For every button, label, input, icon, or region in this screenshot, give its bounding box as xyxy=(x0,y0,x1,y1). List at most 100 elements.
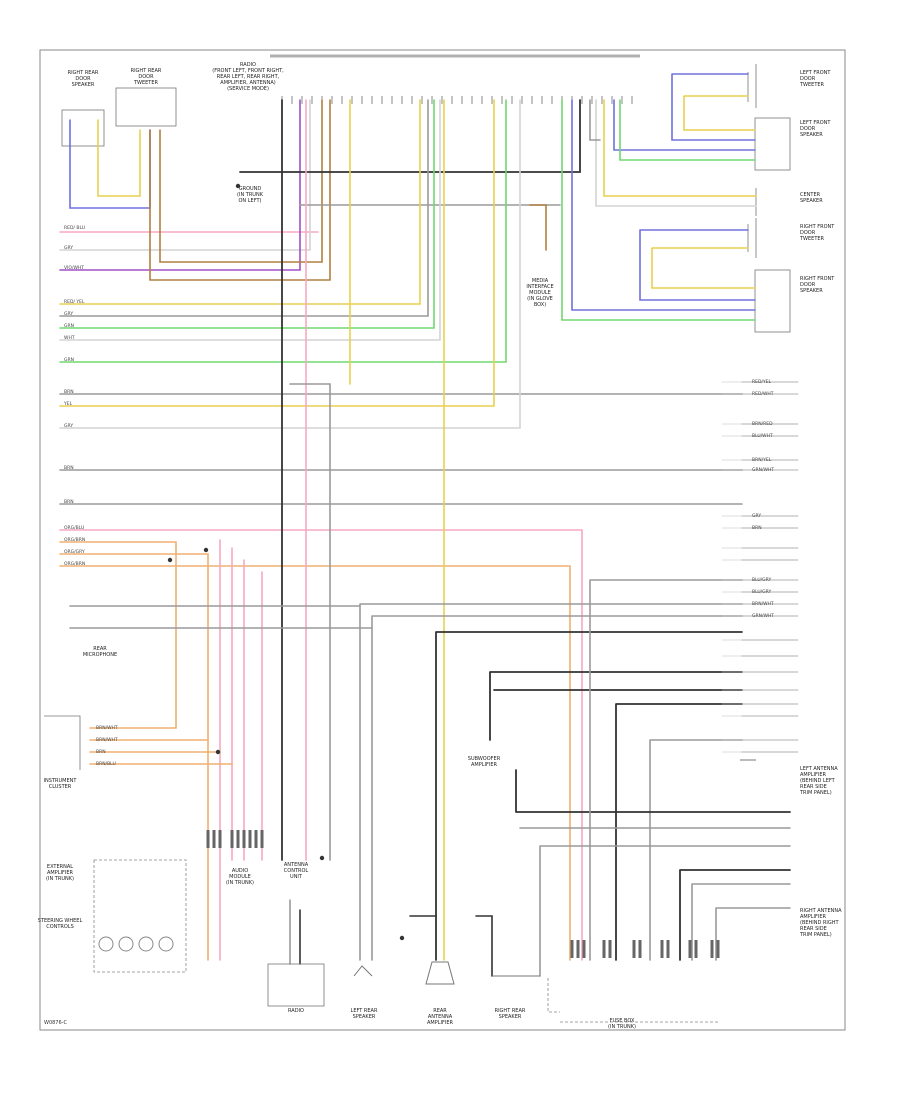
connector-terminal xyxy=(570,940,574,958)
splice-dot xyxy=(215,749,221,755)
wire-dark-r8 xyxy=(679,869,791,961)
component-label-antenna-ctl: UNIT xyxy=(290,874,303,880)
component-label-subwoofer: AMPLIFIER xyxy=(471,762,498,768)
component-label-s-ground: ON LEFT) xyxy=(238,198,261,204)
wire-org-16 xyxy=(59,553,209,961)
wire-label-w18: BRN/WHT xyxy=(96,725,118,731)
splice-dot xyxy=(167,557,173,563)
connector-terminal xyxy=(212,830,216,848)
component-rear-door-speaker xyxy=(61,109,105,147)
wire-dark-r5 xyxy=(515,769,791,813)
terminal-tag-r2: RED/WHT xyxy=(752,391,774,397)
wire-label-w17: ORG/BRN xyxy=(64,561,85,567)
connector-terminal xyxy=(710,940,714,958)
connector-terminal xyxy=(218,830,222,848)
component-label-left-rear: SPEAKER xyxy=(353,1014,376,1020)
wire-ctr-gray xyxy=(589,99,601,141)
component-label-radio-top: RADIO xyxy=(240,62,256,68)
component-label-rf-door-tw: RIGHT FRONT xyxy=(800,224,835,230)
component-label-right-antenna: (BEHIND RIGHT xyxy=(800,920,840,926)
component-label-ext-amp: AMPLIFIER xyxy=(47,870,74,876)
wire-label-w6: GRN xyxy=(64,323,74,329)
wire-gray-spk2 xyxy=(371,615,743,961)
wire-tr-blue3 xyxy=(639,229,756,301)
component-label-rear-amp: ANTENNA xyxy=(428,1014,453,1020)
wire-tr-yel1 xyxy=(683,95,756,131)
wire-label-w9: BRN xyxy=(64,389,74,395)
component-label-left-rear: LEFT REAR xyxy=(351,1008,378,1014)
component-label-left-antenna: AMPLIFIER xyxy=(800,772,827,778)
wire-label-w11: GRY xyxy=(64,423,73,429)
component-label-right-antenna: REAR SIDE xyxy=(800,926,827,932)
component-label-rear-door-sw-l: RIGHT REAR xyxy=(68,70,99,76)
wire-top-dark xyxy=(239,99,581,173)
component-label-antenna-ctl: CONTROL xyxy=(284,868,309,874)
component-label-lf-door-tw: DOOR xyxy=(800,76,816,82)
terminal-tag-r7: GRY xyxy=(752,513,761,519)
component-label-media-if: (IN GLOVE xyxy=(527,296,553,302)
component-instrument-cluster xyxy=(44,715,81,770)
wire-label-w16: ORG/GRY xyxy=(64,549,85,555)
terminal-tag-r9: BLU/GRY xyxy=(752,577,772,583)
component-label-rear-mic: REAR xyxy=(93,646,107,652)
component-label-ext-amp: (IN TRUNK) xyxy=(46,876,74,882)
wire-label-w8: GRN xyxy=(64,357,74,363)
wire-tr-yel-c xyxy=(603,99,757,197)
wire-yel-4 xyxy=(59,99,421,305)
component-ext-amplifier xyxy=(93,859,187,973)
component-label-fuse-block: FUSE BOX xyxy=(610,1018,635,1024)
component-label-radio-unit: RADIO xyxy=(288,1008,304,1014)
component-label-lf-door-sp: LEFT FRONT xyxy=(800,120,831,126)
component-label-left-antenna: REAR SIDE xyxy=(800,784,827,790)
terminal-tag-r1: RED/YEL xyxy=(752,379,772,385)
wire-dark-r3 xyxy=(615,703,743,961)
component-label-sw-bottom: STEERING WHEEL xyxy=(38,918,83,924)
component-label-rear-door-spk: RIGHT REAR xyxy=(131,68,162,74)
wire-label-w7: WHT xyxy=(64,335,75,341)
component-label-audio-module: MODULE xyxy=(229,874,251,880)
component-label-audio-module: (IN TRUNK) xyxy=(226,880,254,886)
component-label-left-antenna: LEFT ANTENNA xyxy=(800,766,838,772)
wire-label-w2: GRY xyxy=(64,245,73,251)
wire-label-w1: RED/ BLU xyxy=(64,225,85,231)
component-label-rear-door-sw-l: DOOR xyxy=(75,76,91,82)
wire-label-w10: YEL xyxy=(63,401,73,407)
component-label-right-antenna: TRIM PANEL) xyxy=(799,932,832,938)
wire-label-w15: ORG/BRN xyxy=(64,537,85,543)
wire-label-w19: BRN/WHT xyxy=(96,737,118,743)
wire-white-7 xyxy=(59,99,441,341)
component-label-rear-door-sw-l: SPEAKER xyxy=(72,82,95,88)
connector-terminal xyxy=(694,940,698,958)
component-label-sw-bottom: CONTROLS xyxy=(46,924,74,930)
component-label-lf-door-sp: SPEAKER xyxy=(800,132,823,138)
component-label-rear-amp: REAR xyxy=(433,1008,447,1014)
wire-label-w13: BRN xyxy=(64,499,74,505)
wire-pink-14 xyxy=(59,529,583,961)
wire-org-15 xyxy=(59,541,177,729)
component-label-radio-top: (FRONT LEFT, FRONT RIGHT, xyxy=(212,68,284,74)
component-right-front-door-tweeter xyxy=(747,218,757,258)
component-label-media-if: BOX) xyxy=(534,302,546,308)
wire-gray-mid xyxy=(289,383,331,861)
wire-brown-a xyxy=(149,99,331,281)
wire-dark-r4 xyxy=(649,739,743,961)
wire-label-w20: BRN xyxy=(96,749,106,755)
component-label-rf-door-tw: DOOR xyxy=(800,230,816,236)
component-label-ext-amp: EXTERNAL xyxy=(47,864,73,870)
component-label-right-antenna: AMPLIFIER xyxy=(800,914,827,920)
wire-tr-blue4 xyxy=(571,99,756,311)
connector-terminal xyxy=(260,830,264,848)
connector-terminal xyxy=(638,940,642,958)
component-label-instr-cluster: CLUSTER xyxy=(49,784,72,790)
component-label-radio-top: REAR LEFT, REAR RIGHT, xyxy=(217,74,280,80)
diagram-frame xyxy=(39,49,846,1031)
component-label-left-antenna: (BEHIND LEFT xyxy=(800,778,836,784)
connector-terminal xyxy=(206,830,210,848)
wire-green-8 xyxy=(59,99,507,363)
terminal-tag-r8: BRN xyxy=(752,525,762,531)
connector-terminal xyxy=(716,940,720,958)
terminal-tag-r4: BLU/WHT xyxy=(752,433,773,439)
wire-gray-5 xyxy=(59,99,429,317)
connector-terminal xyxy=(576,940,580,958)
